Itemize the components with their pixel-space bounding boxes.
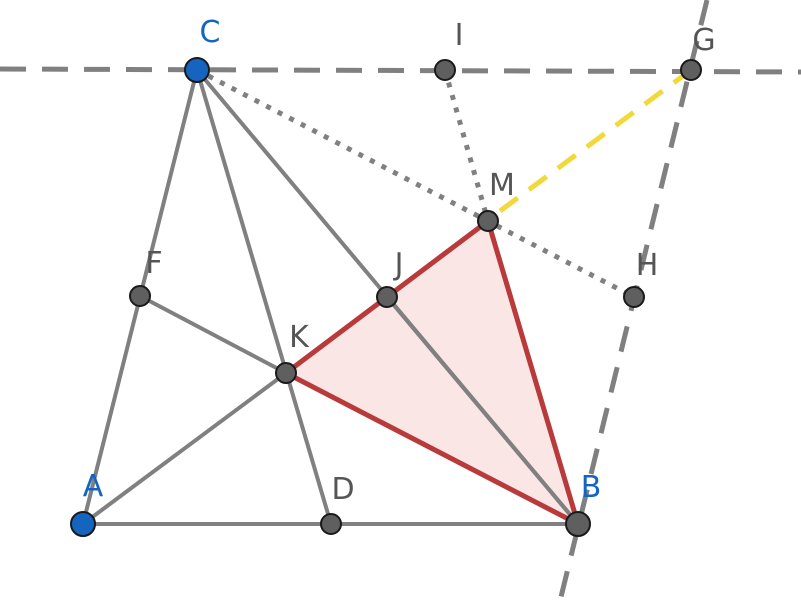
- point-c: [184, 57, 210, 83]
- point-label-g: G: [692, 23, 715, 58]
- segment-cd: [195, 68, 333, 526]
- point-label-c: C: [200, 15, 221, 50]
- point-label-b: B: [581, 470, 602, 505]
- triangle-kmb-fill: [286, 221, 578, 524]
- point-a: [70, 511, 96, 537]
- point-label-a: A: [83, 469, 104, 504]
- point-label-d: D: [331, 472, 354, 507]
- point-label-h: H: [636, 248, 659, 283]
- point-b: [565, 511, 591, 537]
- point-g: [680, 59, 702, 81]
- segment-fk: [138, 294, 288, 375]
- point-h: [623, 286, 645, 308]
- point-i: [434, 59, 456, 81]
- point-j: [376, 286, 398, 308]
- point-d: [320, 513, 342, 535]
- yellow-dashed-line-mg: [498, 67, 693, 214]
- point-label-j: J: [393, 247, 404, 282]
- dashed-line-cg: [0, 66, 801, 75]
- segment-jb: [385, 295, 580, 526]
- point-m: [477, 210, 499, 232]
- point-label-i: I: [455, 18, 464, 53]
- segment-ak: [81, 371, 288, 526]
- dotted-line-im: [442, 69, 491, 222]
- point-label-k: K: [289, 320, 310, 355]
- point-k: [275, 362, 297, 384]
- point-label-m: M: [489, 168, 515, 203]
- point-f: [129, 285, 151, 307]
- point-label-f: F: [145, 246, 162, 281]
- dotted-line-ch: [195, 67, 636, 300]
